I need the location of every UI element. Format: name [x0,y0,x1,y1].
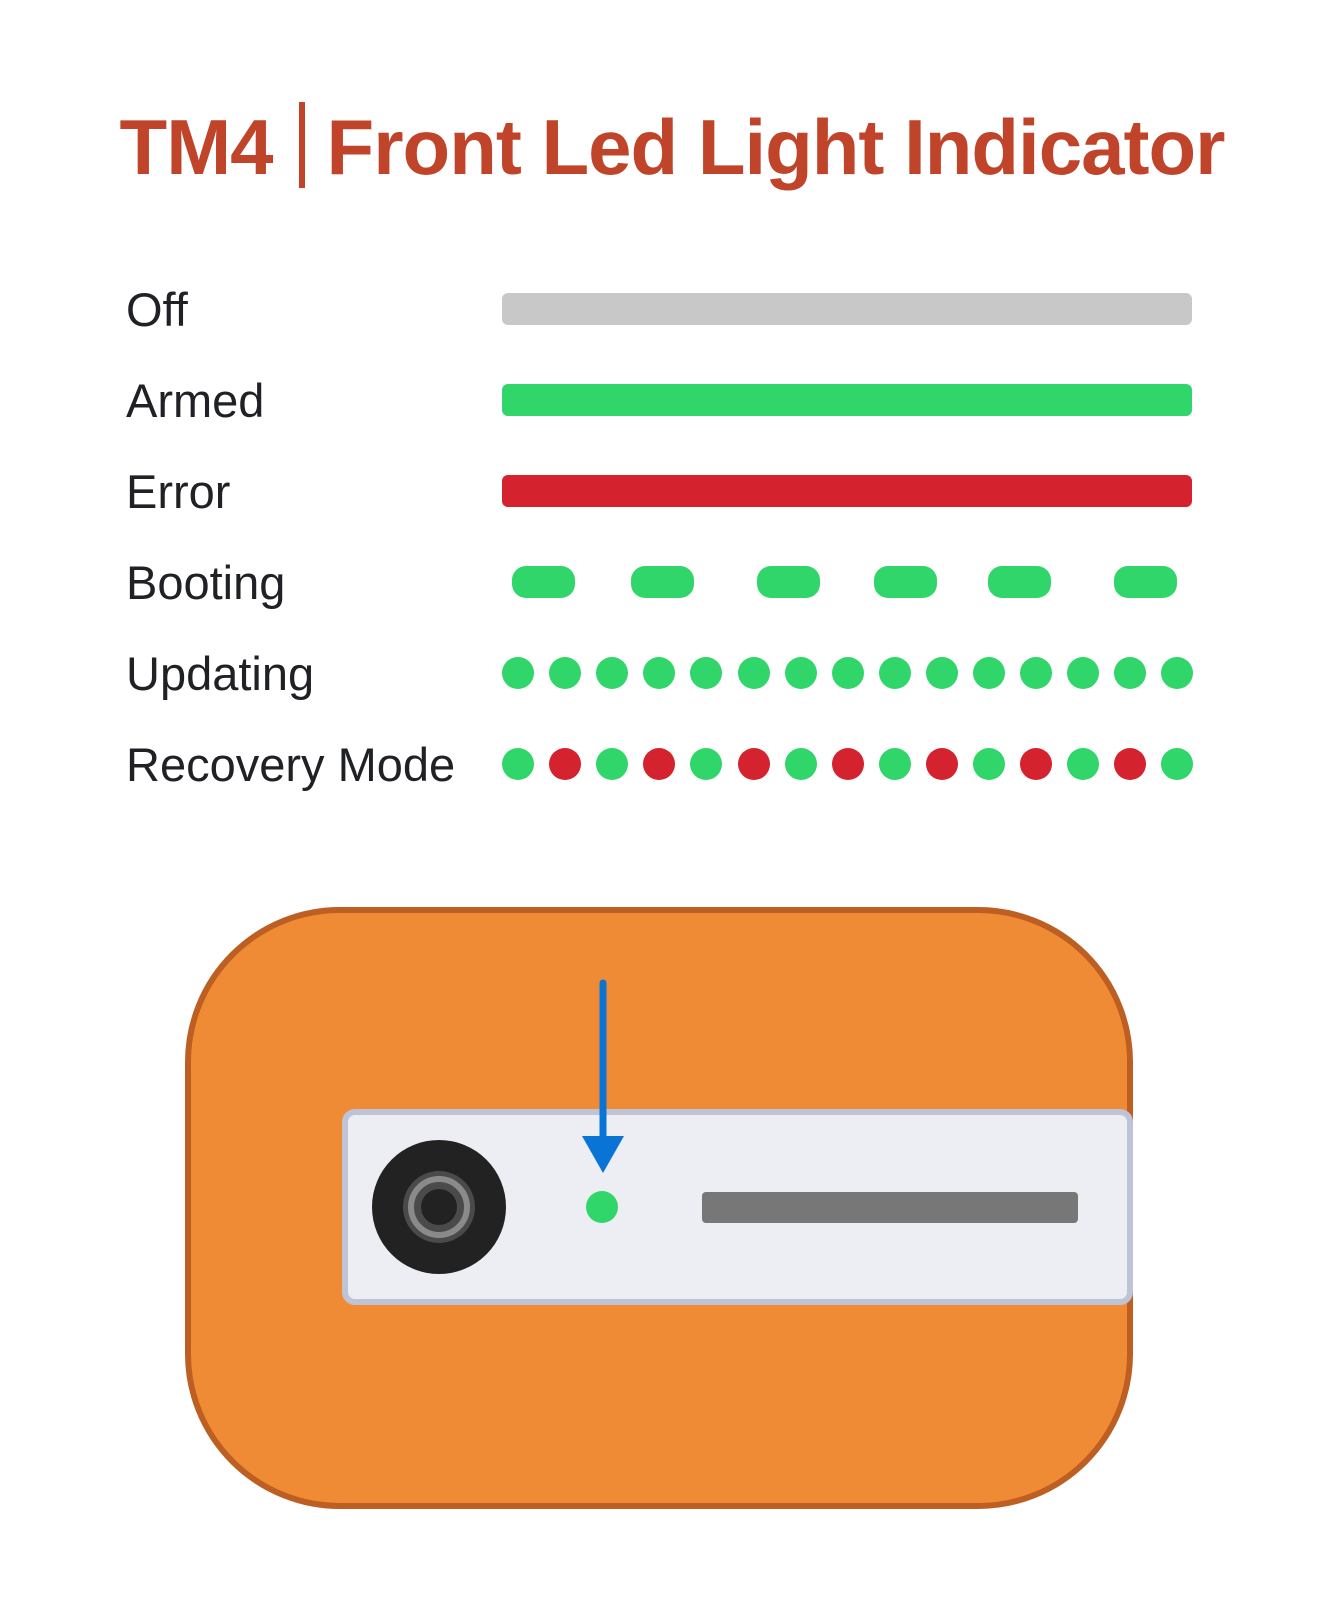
led-dot [1067,748,1100,780]
led-dot [502,657,534,689]
state-row-recovery-mode: Recovery Mode [126,733,1226,793]
led-dash [874,566,937,598]
led-dash [757,566,820,598]
state-label: Booting [126,556,286,609]
page-title: TM4 Front Led Light Indicator [0,100,1344,194]
state-row-updating: Updating [126,642,1226,702]
led-pattern-booting [502,551,1192,611]
state-label: Armed [126,374,265,427]
led-dot [643,657,676,689]
led-pattern-recovery-mode [502,733,1194,793]
led-dot [596,657,629,689]
state-row-booting: Booting [126,551,1226,611]
led-dash [1114,566,1177,598]
state-label: Error [126,465,231,518]
led-dot [925,748,958,780]
state-row-armed: Armed [126,369,1226,429]
led-bar [502,475,1192,507]
led-dot [1161,657,1194,689]
led-bar [502,293,1192,325]
led-dot [1114,748,1147,780]
led-bar [502,384,1192,416]
led-dot [596,748,629,780]
led-dot [643,748,676,780]
led-dot [784,748,817,780]
led-dash [512,566,575,598]
led-dot [1020,748,1053,780]
led-dot [973,657,1005,689]
led-dot [1161,748,1194,780]
led-dot [502,748,534,780]
title-separator [298,102,305,188]
led-dot [549,748,582,780]
led-dot [1067,657,1100,689]
led-dot [831,657,864,689]
led-dot [690,748,723,780]
led-dot [831,748,864,780]
led-dash [631,566,694,598]
front-led [586,1191,618,1223]
led-pattern-armed [502,369,1192,429]
led-dot [737,748,770,780]
led-dot [878,748,911,780]
state-label: Off [126,283,188,336]
state-label: Updating [126,647,315,700]
led-dot [1020,657,1053,689]
device-slot [702,1192,1078,1223]
led-dot [1114,657,1147,689]
led-pattern-error [502,460,1192,520]
state-row-error: Error [126,460,1226,520]
led-dot [549,657,582,689]
led-dot [784,657,817,689]
led-dot [973,748,1005,780]
led-pattern-off [502,278,1192,338]
led-dot [690,657,723,689]
title-model: TM4 [119,103,274,191]
led-dot [925,657,958,689]
led-dash [988,566,1051,598]
state-label: Recovery Mode [126,738,456,791]
camera-icon [372,1140,506,1274]
arrow-down-icon [582,979,624,1173]
led-dot [878,657,911,689]
state-row-off: Off [126,278,1226,338]
led-pattern-updating [502,642,1194,702]
title-text: Front Led Light Indicator [326,103,1226,191]
led-dot [737,657,770,689]
